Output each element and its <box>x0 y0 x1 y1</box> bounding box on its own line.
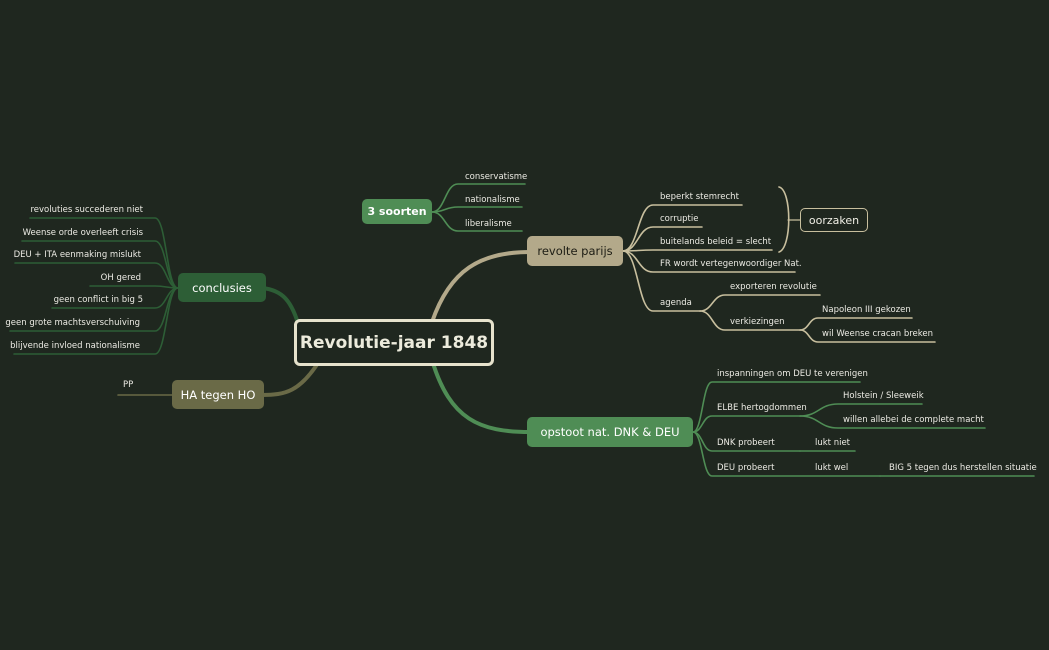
subtopic[interactable]: FR wordt vertegenwoordiger Nat. <box>660 259 802 269</box>
connector <box>692 431 881 477</box>
summary-oorzaken[interactable]: oorzaken <box>800 208 868 232</box>
main-branch <box>260 358 322 397</box>
subtopic[interactable]: liberalisme <box>465 219 512 229</box>
subtopic[interactable]: geen conflict in big 5 <box>53 295 143 305</box>
summary-label: oorzaken <box>808 213 860 227</box>
connector <box>431 211 523 232</box>
subtopic[interactable]: Weense orde overleeft crisis <box>22 228 143 238</box>
topic-label: conclusies <box>192 280 252 295</box>
connector <box>699 310 801 331</box>
subtopic[interactable]: ELBE hertogdommen <box>717 403 807 413</box>
topic-label: HA tegen HO <box>180 387 256 402</box>
connector <box>799 415 986 429</box>
topic-label: 3 soorten <box>367 205 427 218</box>
subtopic[interactable]: blijvende invloed nationalisme <box>10 341 140 351</box>
summary-brace <box>778 186 790 253</box>
topic-revolte-parijs[interactable]: revolte parijs <box>527 236 623 266</box>
connector <box>431 183 526 213</box>
connector <box>699 294 821 312</box>
subtopic[interactable]: conservatisme <box>465 172 528 182</box>
subtopic[interactable]: wil Weense cracan breken <box>822 329 934 339</box>
subtopic[interactable]: DNK probeert <box>717 438 775 448</box>
subtopic[interactable]: DEU + ITA eenmaking mislukt <box>13 250 141 260</box>
subtopic[interactable]: willen allebei de complete macht <box>843 415 984 425</box>
connector <box>692 381 861 433</box>
topic-3-soorten[interactable]: 3 soorten <box>362 199 432 224</box>
subtopic[interactable]: Napoleon III gekozen <box>822 305 911 315</box>
connector <box>622 226 703 252</box>
subtopic[interactable]: lukt niet <box>815 438 851 448</box>
connector <box>799 317 913 331</box>
central-topic-label: Revolutie-jaar 1848 <box>299 332 489 353</box>
subtopic[interactable]: buitelands beleid = slecht <box>660 237 772 247</box>
connector <box>799 329 936 343</box>
subtopic[interactable]: Holstein / Sleeweik <box>843 391 924 401</box>
subtopic[interactable]: BIG 5 tegen dus herstellen situatie <box>889 463 1037 473</box>
connector <box>13 287 179 355</box>
subtopic[interactable]: nationalisme <box>465 195 520 205</box>
connector <box>89 285 179 289</box>
subtopic[interactable]: exporteren revolutie <box>730 282 817 292</box>
central-topic[interactable]: Revolutie-jaar 1848 <box>294 319 494 366</box>
subtopic[interactable]: revoluties succederen niet <box>30 205 143 215</box>
subtopic[interactable]: DEU probeert <box>717 463 775 473</box>
main-branch <box>430 250 532 324</box>
topic-conclusies[interactable]: conclusies <box>178 273 266 302</box>
connector <box>14 262 179 289</box>
connector <box>622 249 773 252</box>
subtopic[interactable]: OH gered <box>100 273 141 283</box>
subtopic[interactable]: beperkt stemrecht <box>660 192 739 202</box>
topic-opstoot[interactable]: opstoot nat. DNK & DEU <box>527 417 693 447</box>
topic-ha-tegen-ho[interactable]: HA tegen HO <box>172 380 264 409</box>
connector <box>431 206 523 213</box>
subtopic[interactable]: inspanningen om DEU te verenigen <box>717 369 868 379</box>
main-branch <box>430 358 532 434</box>
subtopic[interactable]: PP <box>123 380 134 390</box>
connector <box>692 415 801 433</box>
topic-label: revolte parijs <box>537 244 613 258</box>
subtopic[interactable]: lukt wel <box>815 463 849 473</box>
subtopic[interactable]: corruptie <box>660 214 699 224</box>
subtopic[interactable]: agenda <box>660 298 692 308</box>
subtopic[interactable]: verkiezingen <box>730 317 785 327</box>
subtopic[interactable]: geen grote machtsverschuiving <box>5 318 140 328</box>
topic-label: opstoot nat. DNK & DEU <box>540 425 680 439</box>
connector <box>622 250 701 312</box>
